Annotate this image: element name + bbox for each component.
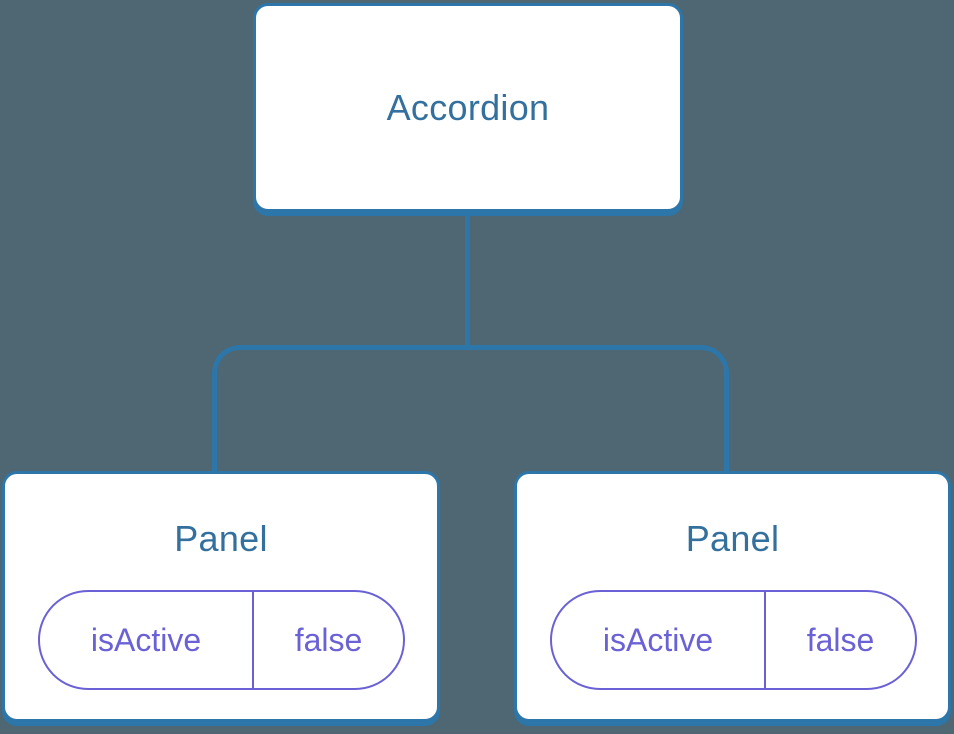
panel-2-state-pill: isActive false [550, 590, 917, 690]
panel-1-state-value: false [294, 621, 363, 658]
accordion-label: Accordion [386, 86, 550, 128]
panel-1-state-pill: isActive false [38, 590, 405, 690]
edge-root-stem [465, 212, 470, 347]
panel-2-state-value: false [806, 621, 875, 658]
panel-2-state-key: isActive [552, 592, 766, 688]
panel-1-label: Panel [174, 518, 268, 559]
node-accordion: Accordion [253, 3, 683, 212]
edge-branch-bracket [212, 345, 729, 471]
panel-1-state-key: isActive [40, 592, 254, 688]
node-panel-2: Panel isActive false [514, 471, 951, 722]
panel-2-label: Panel [685, 518, 780, 559]
node-panel-1: Panel isActive false [2, 471, 440, 722]
